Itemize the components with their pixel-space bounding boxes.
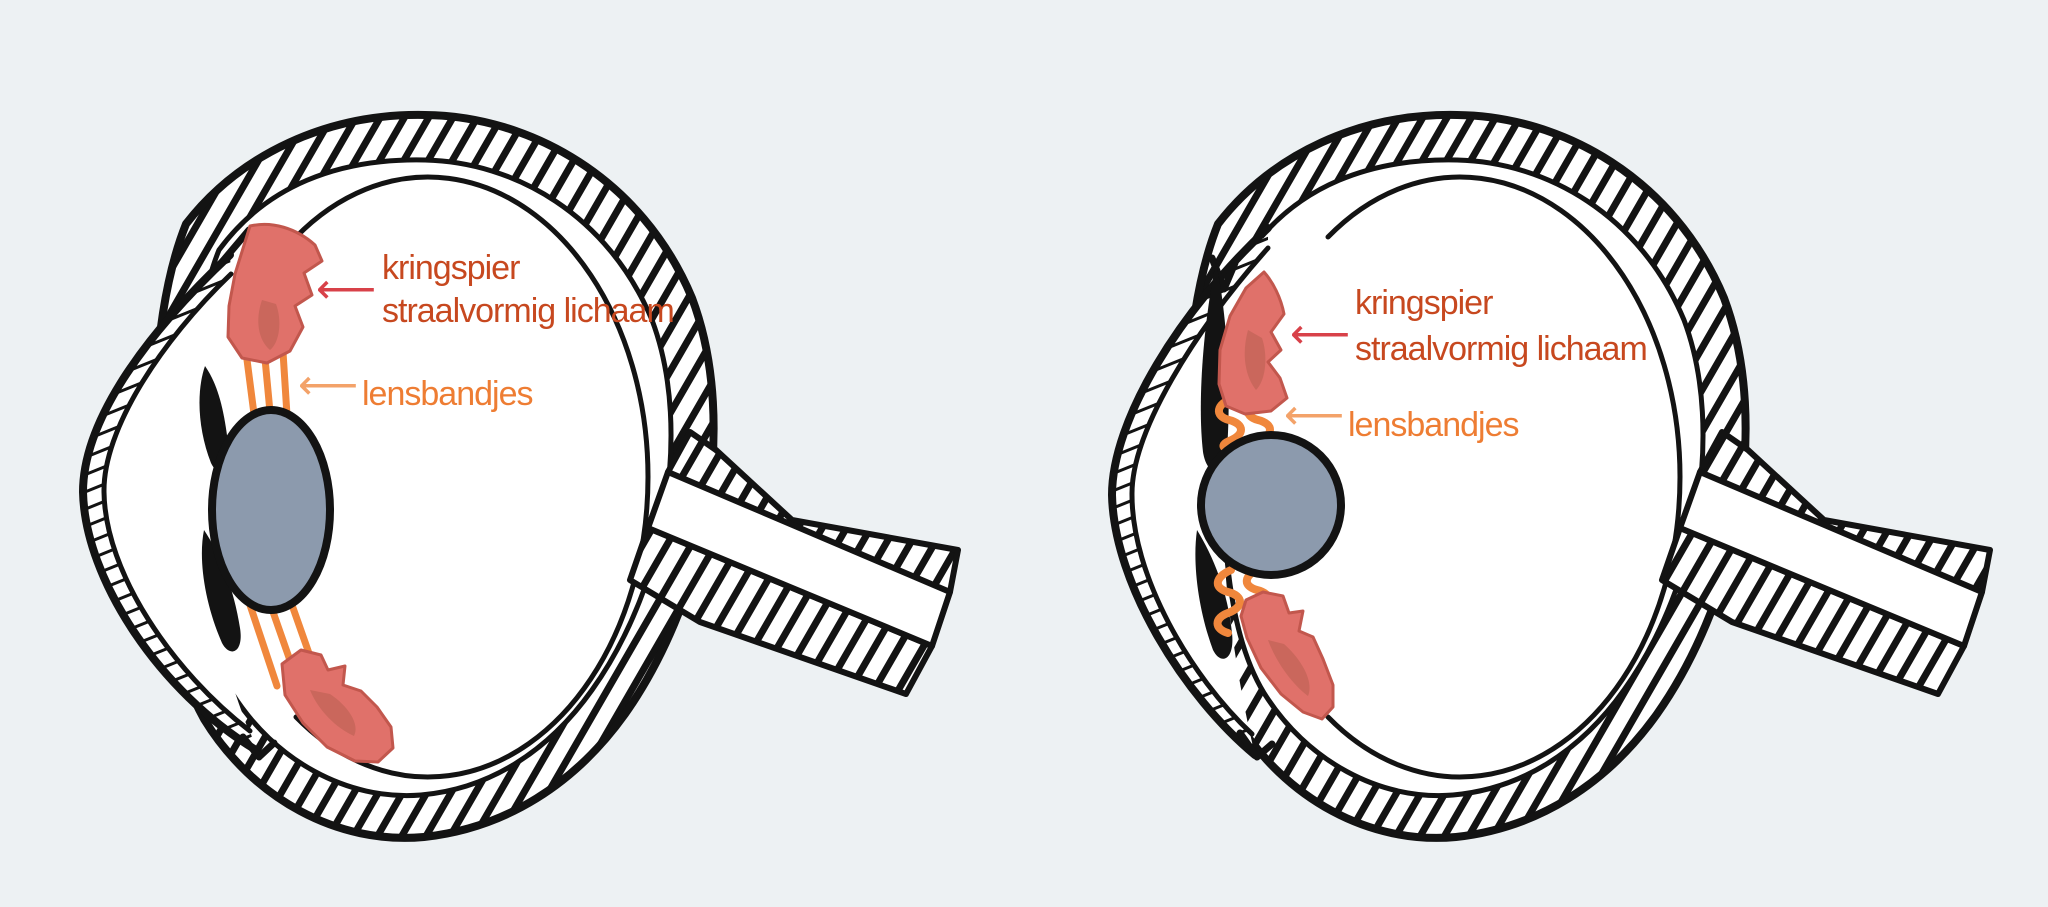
ciliary-muscle-upper-shade <box>1244 330 1266 390</box>
ciliary-muscle-upper <box>226 222 324 365</box>
cornea-outer-curve <box>79 251 260 754</box>
cornea-outer-curve <box>1108 224 1272 759</box>
optic-nerve <box>1659 429 1993 697</box>
optic-nerve-lower-hatch <box>630 528 932 694</box>
cornea-bottom-junction <box>1236 729 1276 761</box>
optic-nerve-channel <box>648 472 950 646</box>
cornea-bottom-junction <box>239 733 278 761</box>
sclera-outer-line <box>1181 110 1750 842</box>
optic-nerve-upper-hatch <box>1700 432 1990 592</box>
zonule-arrow-icon: ⟵ <box>1284 390 1345 439</box>
left-eye-diagram <box>79 110 961 842</box>
right-eye-diagram <box>1108 110 1993 842</box>
ciliary-muscle-lower <box>1239 590 1335 721</box>
cornea-inner-curve <box>1129 245 1271 737</box>
ciliary-muscle-lower-shade <box>310 690 356 736</box>
optic-nerve-channel-outline <box>645 469 953 649</box>
ciliary-arrow-icon: ⟵ <box>316 264 377 313</box>
zonule-label: lensbandjes <box>362 375 533 413</box>
ciliary-muscle-lower-shade <box>1268 640 1310 696</box>
ciliary-label-line2: straalvormig lichaam <box>1355 330 1648 368</box>
optic-nerve-channel-outline <box>1677 469 1985 649</box>
ciliary-muscle-upper-shade <box>258 300 280 350</box>
ciliary-muscles <box>1217 270 1335 721</box>
optic-nerve-lower-hatch <box>1662 528 1964 694</box>
retina-line <box>1325 174 1683 780</box>
ciliary-muscles <box>226 222 395 764</box>
eyeball-interior <box>1185 114 1746 838</box>
zonule-arrow-icon: ⟵ <box>298 360 359 409</box>
ciliary-muscle-lower <box>280 648 395 764</box>
sclera-outer-line <box>149 110 718 842</box>
lens-rounded <box>1197 431 1345 579</box>
ciliary-label-line2: straalvormig lichaam <box>382 292 675 330</box>
cornea-inner-curve <box>101 271 253 734</box>
ciliary-label-line1: kringspier <box>382 249 520 287</box>
optic-nerve-upper-hatch <box>668 432 958 592</box>
optic-nerve <box>627 429 961 697</box>
ciliary-label-line1: kringspier <box>1355 284 1493 322</box>
retina-line <box>293 174 651 780</box>
optic-nerve-channel <box>1680 472 1982 646</box>
eyeball-sclera-ring <box>1181 110 1750 842</box>
zonule-label: lensbandjes <box>1348 406 1519 444</box>
ciliary-arrow-icon: ⟵ <box>1290 309 1351 358</box>
ciliary-muscle-upper <box>1217 270 1289 416</box>
cornea <box>79 226 278 761</box>
iris-lower <box>201 530 241 652</box>
lens-flattened <box>208 406 334 614</box>
